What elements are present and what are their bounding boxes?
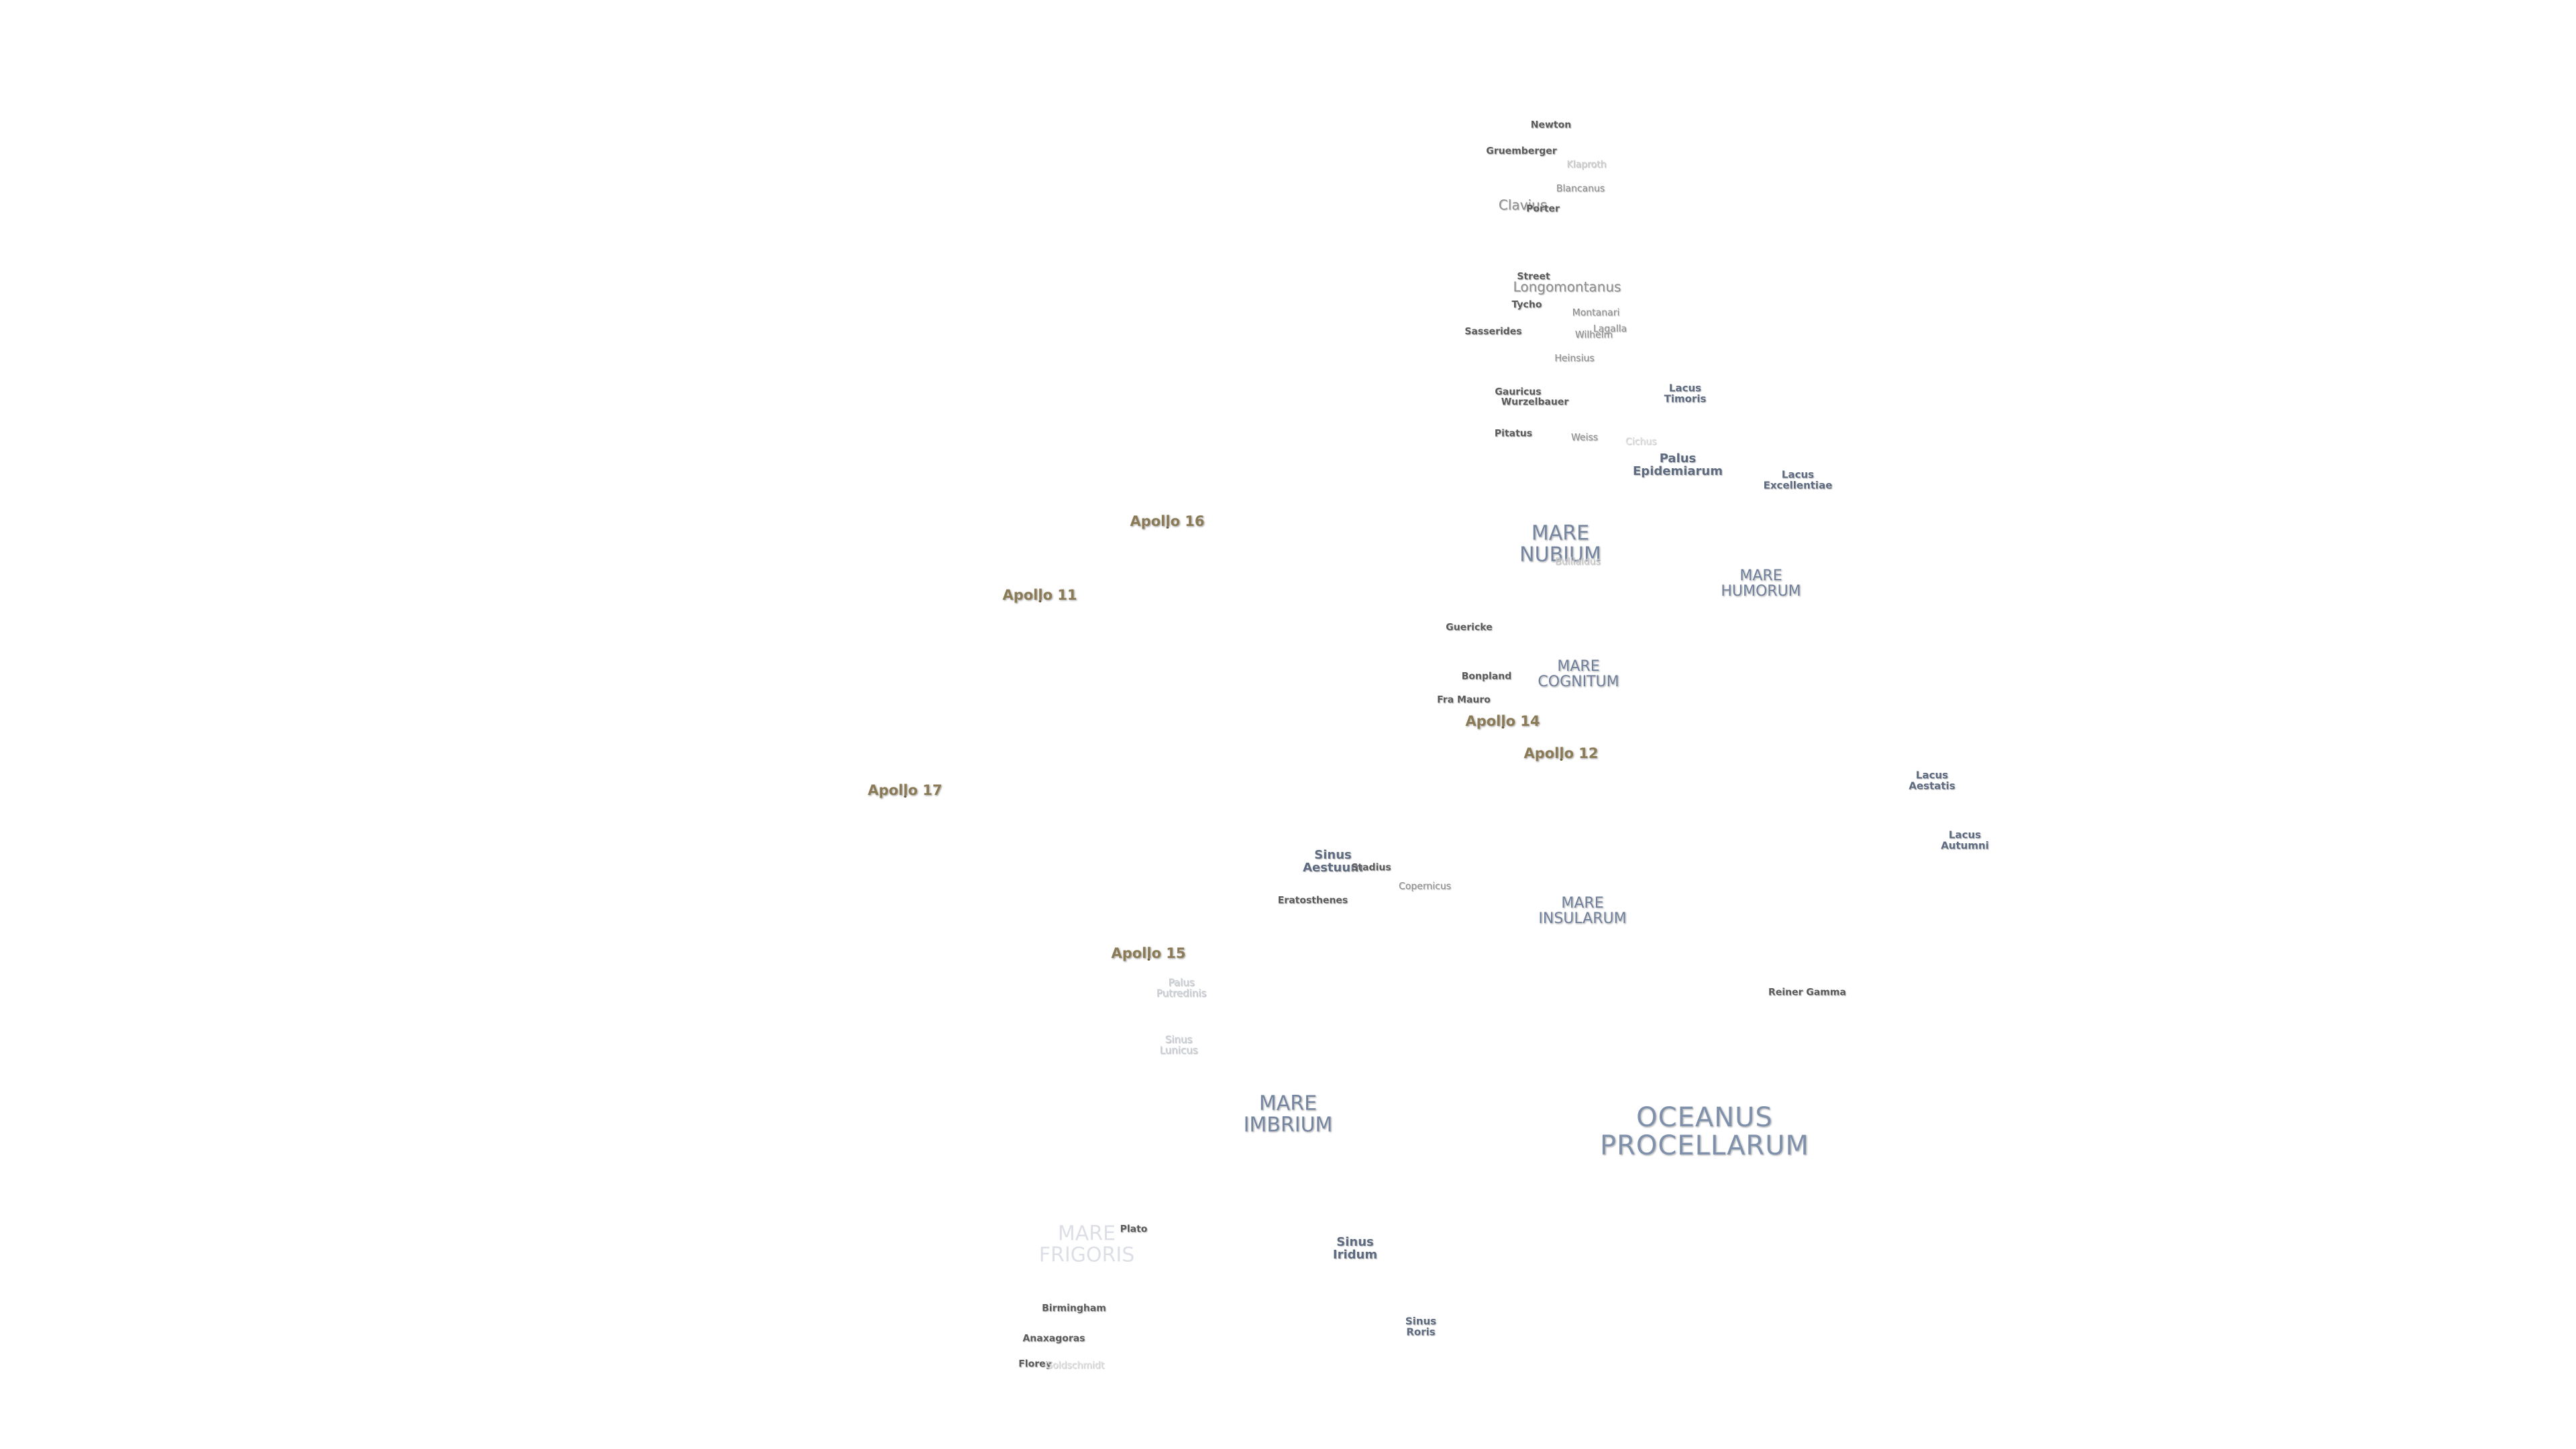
apollo-17-site[interactable]: Apollo 17 [867,782,943,798]
crater-label-wurzelbauer: Wurzelbauer [1501,396,1569,408]
crater-label-tycho: Tycho [1511,299,1542,311]
crater-label-cichus: Cichus [1625,436,1657,447]
crater-label-sasserides: Sasserides [1464,326,1522,337]
apollo-15-marker-icon [1146,958,1150,961]
crater-label-heinsius: Heinsius [1554,353,1595,364]
crater-label-newton: Newton [1530,119,1572,131]
apollo-11-marker-icon [1038,600,1041,603]
crater-label-klaproth: Klaproth [1566,159,1607,170]
apollo-12-site[interactable]: Apollo 12 [1523,745,1599,761]
crater-label-anaxagoras: Anaxagoras [1022,1333,1085,1344]
crater-label-birmingham: Birmingham [1042,1303,1106,1314]
crater-label-bullialdus: Bullialdus [1555,556,1601,568]
crater-label-fra-mauro: Fra Mauro [1437,694,1491,706]
crater-label-wilhelm: Wilhelm [1574,329,1613,341]
apollo-12-marker-icon [1559,758,1562,761]
crater-label-blancanus: Blancanus [1556,183,1605,195]
crater-label-stadius: Stadius [1351,862,1391,873]
crater-label-porter: Porter [1526,203,1560,215]
crater-label-montanari: Montanari [1572,307,1620,319]
crater-label-lagalla: Lagalla [1593,323,1627,335]
apollo-14-site[interactable]: Apollo 14 [1465,712,1540,729]
crater-label-clavius: Clavius [1498,197,1548,213]
crater-label-gruemberger: Gruemberger [1486,146,1557,157]
apollo-17-marker-icon [903,795,906,798]
apollo-16-site[interactable]: Apollo 16 [1130,513,1205,529]
crater-label-copernicus: Copernicus [1399,881,1451,892]
apollo-16-marker-icon [1165,526,1169,529]
crater-label-weiss: Weiss [1570,432,1599,443]
crater-label-gauricus: Gauricus [1495,386,1542,398]
crater-label-plato: Plato [1120,1224,1148,1235]
crater-label-eratosthenes: Eratosthenes [1277,895,1348,906]
crater-label-street: Street [1517,271,1550,282]
crater-label-florey: Florey [1018,1358,1052,1370]
reiner-gamma-label: Reiner Gamma [1768,987,1846,998]
crater-label-guericke: Guericke [1446,622,1493,633]
apollo-14-marker-icon [1501,726,1504,729]
apollo-15-site[interactable]: Apollo 15 [1111,945,1186,961]
crater-label-longomontanus: Longomontanus [1513,278,1621,295]
crater-label-bonpland: Bonpland [1461,671,1512,682]
crater-label-goldschmidt: Goldschmidt [1045,1360,1104,1371]
crater-label-pitatus: Pitatus [1494,428,1533,439]
apollo-11-site[interactable]: Apollo 11 [1002,586,1077,603]
